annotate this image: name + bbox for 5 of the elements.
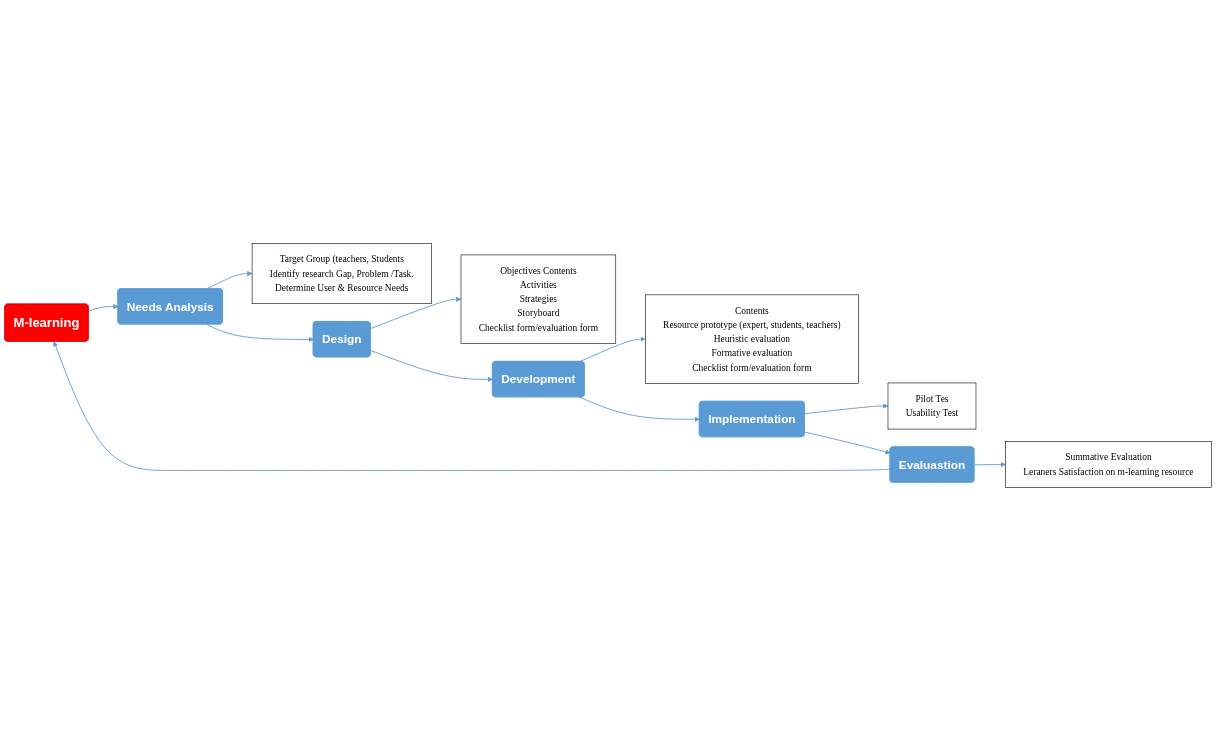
node-box: Target Group (teachers, Students Identify research Gap, Problem /Task. Determine User & Resource Needs <box>251 243 432 304</box>
node-box: Pilot Tes Usability Test <box>887 382 977 430</box>
node-box: Summative Evaluation Leraners Satisfaction on m-learning resource <box>1005 441 1212 488</box>
node-box: Objectives Contents Activities Strategies Storyboard Checklist form/evaluation form <box>460 254 617 344</box>
node-box: Contents Resource prototype (expert, students, teachers) Heuristic evaluation Formative evaluation Checklist form/evaluation form <box>645 294 859 384</box>
